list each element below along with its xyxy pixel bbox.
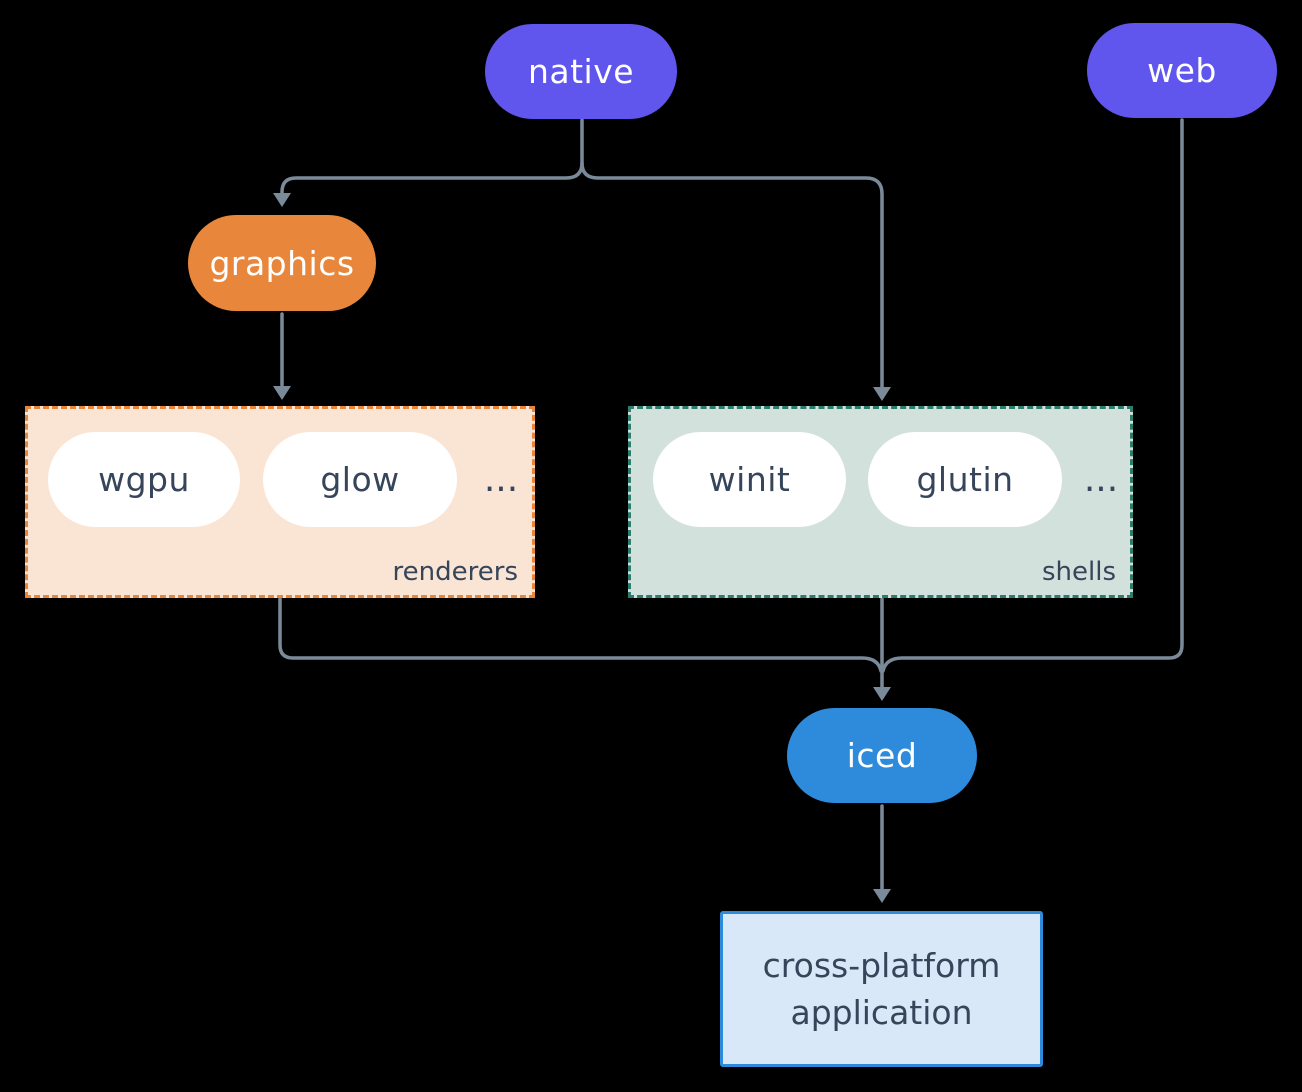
node-native: native (485, 24, 677, 119)
node-cross-platform-application: cross-platform application (720, 911, 1043, 1067)
edge-native-to-shells (580, 161, 884, 389)
application-label: cross-platform application (762, 946, 1001, 1032)
arrowhead-into-iced (873, 687, 891, 701)
renderers-ellipsis: ... (483, 459, 519, 500)
node-glow: glow (263, 432, 457, 527)
node-graphics: graphics (188, 215, 376, 311)
renderers-group-label: renderers (392, 557, 518, 587)
group-shells: winit glutin ... shells (628, 406, 1133, 598)
arrowhead-into-application (873, 889, 891, 903)
node-winit: winit (653, 432, 846, 527)
shells-group-label: shells (1041, 557, 1116, 587)
node-glutin: glutin (868, 432, 1062, 527)
arrowhead-into-graphics (273, 193, 291, 207)
edge-renderers-to-merge (278, 597, 883, 673)
edge-native-to-graphics (280, 118, 584, 196)
arrowhead-into-renderers (273, 386, 291, 400)
group-renderers: wgpu glow ... renderers (25, 406, 535, 598)
shells-ellipsis: ... (1083, 459, 1119, 500)
node-web: web (1087, 23, 1277, 118)
arrowhead-into-shells (873, 387, 891, 401)
node-wgpu: wgpu (48, 432, 240, 527)
node-iced: iced (787, 708, 977, 803)
